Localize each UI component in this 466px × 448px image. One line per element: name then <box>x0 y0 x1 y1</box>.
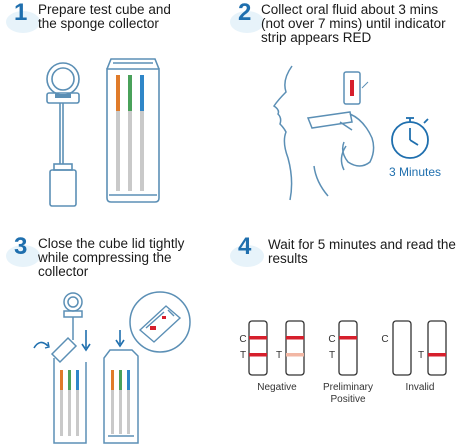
step-3-text: Close the cube lid tightly while compres… <box>38 236 185 279</box>
cassette-invalid-1 <box>392 320 412 376</box>
test-cube-icon <box>106 58 160 203</box>
step-3-number: 3 <box>14 233 28 260</box>
collector-icon <box>46 62 80 207</box>
cassette-invalid-2 <box>427 320 447 376</box>
step-1-number: 1 <box>14 0 28 26</box>
t-line-label-2: T <box>275 350 283 361</box>
timer-icon <box>391 117 429 159</box>
result-invalid-label: Invalid <box>405 382 435 393</box>
c-line-label-1: C <box>239 334 247 345</box>
step-2-text: Collect oral fluid about 3 mins (not ove… <box>261 2 446 45</box>
c-line-label-3: C <box>381 334 389 345</box>
t-line-label-4: T <box>417 350 425 361</box>
compression-icon <box>129 291 191 353</box>
person-collecting-icon <box>272 65 375 201</box>
step-4-number: 4 <box>238 233 252 260</box>
step-1-text: Prepare test cube and the sponge collect… <box>38 2 171 31</box>
step-2-badge: 2 <box>230 0 266 33</box>
c-line-label-2: C <box>328 334 336 345</box>
closing-cube-icon <box>33 292 139 444</box>
cassette-preliminary-positive <box>338 320 358 376</box>
t-line-label-1: T <box>239 350 247 361</box>
timer-label: 3 Minutes <box>388 165 442 179</box>
step-4-badge: 4 <box>230 233 266 267</box>
result-negative-label: Negative <box>257 382 297 393</box>
step-1-badge: 1 <box>6 0 42 33</box>
cassette-negative-2 <box>285 320 305 376</box>
t-line-label-3: T <box>328 350 336 361</box>
step-2-number: 2 <box>238 0 252 26</box>
cassette-negative-1 <box>248 320 268 376</box>
step-4-text: Wait for 5 minutes and read the results <box>268 237 456 266</box>
step-3-badge: 3 <box>6 233 42 267</box>
result-preliminary-positive-label: Preliminary Positive <box>322 382 373 405</box>
